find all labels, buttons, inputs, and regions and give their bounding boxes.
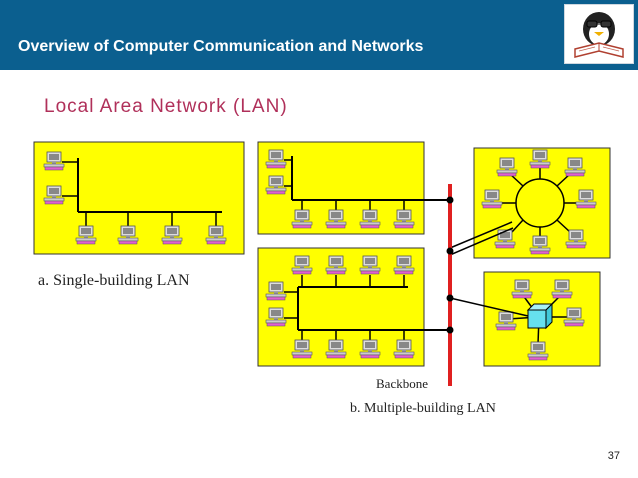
single-building-label: a. Single-building LAN: [38, 272, 190, 289]
computer-icon: [161, 225, 183, 245]
computer-icon: [359, 255, 381, 275]
backbone-node: [446, 247, 454, 255]
star-lan-panel: [483, 271, 601, 367]
computer-icon: [529, 149, 551, 169]
computer-icon: [43, 151, 65, 171]
backbone-line: [446, 184, 454, 386]
backbone-node: [446, 326, 454, 334]
computer-icon: [265, 149, 287, 169]
computer-icon: [565, 229, 587, 249]
computer-icon: [75, 225, 97, 245]
header-title: Overview of Computer Communication and N…: [18, 38, 424, 55]
computer-icon: [325, 339, 347, 359]
computer-icon: [265, 281, 287, 301]
computer-icon: [529, 235, 551, 255]
backbone-links: [449, 221, 529, 317]
computer-icon: [43, 185, 65, 205]
computer-icon: [511, 279, 533, 299]
computer-icon: [495, 311, 517, 331]
computer-icon: [291, 255, 313, 275]
page-number: 37: [607, 450, 620, 462]
backbone-label: Backbone: [376, 376, 428, 391]
computer-icon: [205, 225, 227, 245]
computer-icon: [265, 175, 287, 195]
computer-icon: [494, 229, 516, 249]
building-lan-panel-2: [257, 247, 450, 367]
computer-icon: [496, 157, 518, 177]
hub-icon: [526, 302, 554, 330]
computer-icon: [575, 189, 597, 209]
backbone-node: [446, 294, 454, 302]
computer-icon: [393, 209, 415, 229]
computer-icon: [393, 255, 415, 275]
computer-icon: [359, 209, 381, 229]
computer-icon: [265, 307, 287, 327]
computer-icon: [325, 209, 347, 229]
single-building-lan-panel: [33, 141, 245, 255]
computer-icon: [527, 341, 549, 361]
backbone-node: [446, 196, 454, 204]
computer-icon: [325, 255, 347, 275]
penguin-icon: [574, 12, 624, 58]
slide-header: Overview of Computer Communication and N…: [0, 0, 638, 70]
computer-icon: [291, 209, 313, 229]
ring-lan-panel: [473, 147, 611, 259]
computer-icon: [481, 189, 503, 209]
multiple-building-label: b. Multiple-building LAN: [350, 401, 496, 416]
computer-icon: [117, 225, 139, 245]
computer-icon: [551, 279, 573, 299]
computer-icon: [393, 339, 415, 359]
computer-icon: [563, 307, 585, 327]
computer-icon: [564, 157, 586, 177]
slide-subtitle: Local Area Network (LAN): [44, 96, 288, 117]
computer-icon: [291, 339, 313, 359]
penguin-logo: [564, 4, 634, 64]
building-lan-panel-1: [257, 141, 450, 235]
computer-icon: [359, 339, 381, 359]
